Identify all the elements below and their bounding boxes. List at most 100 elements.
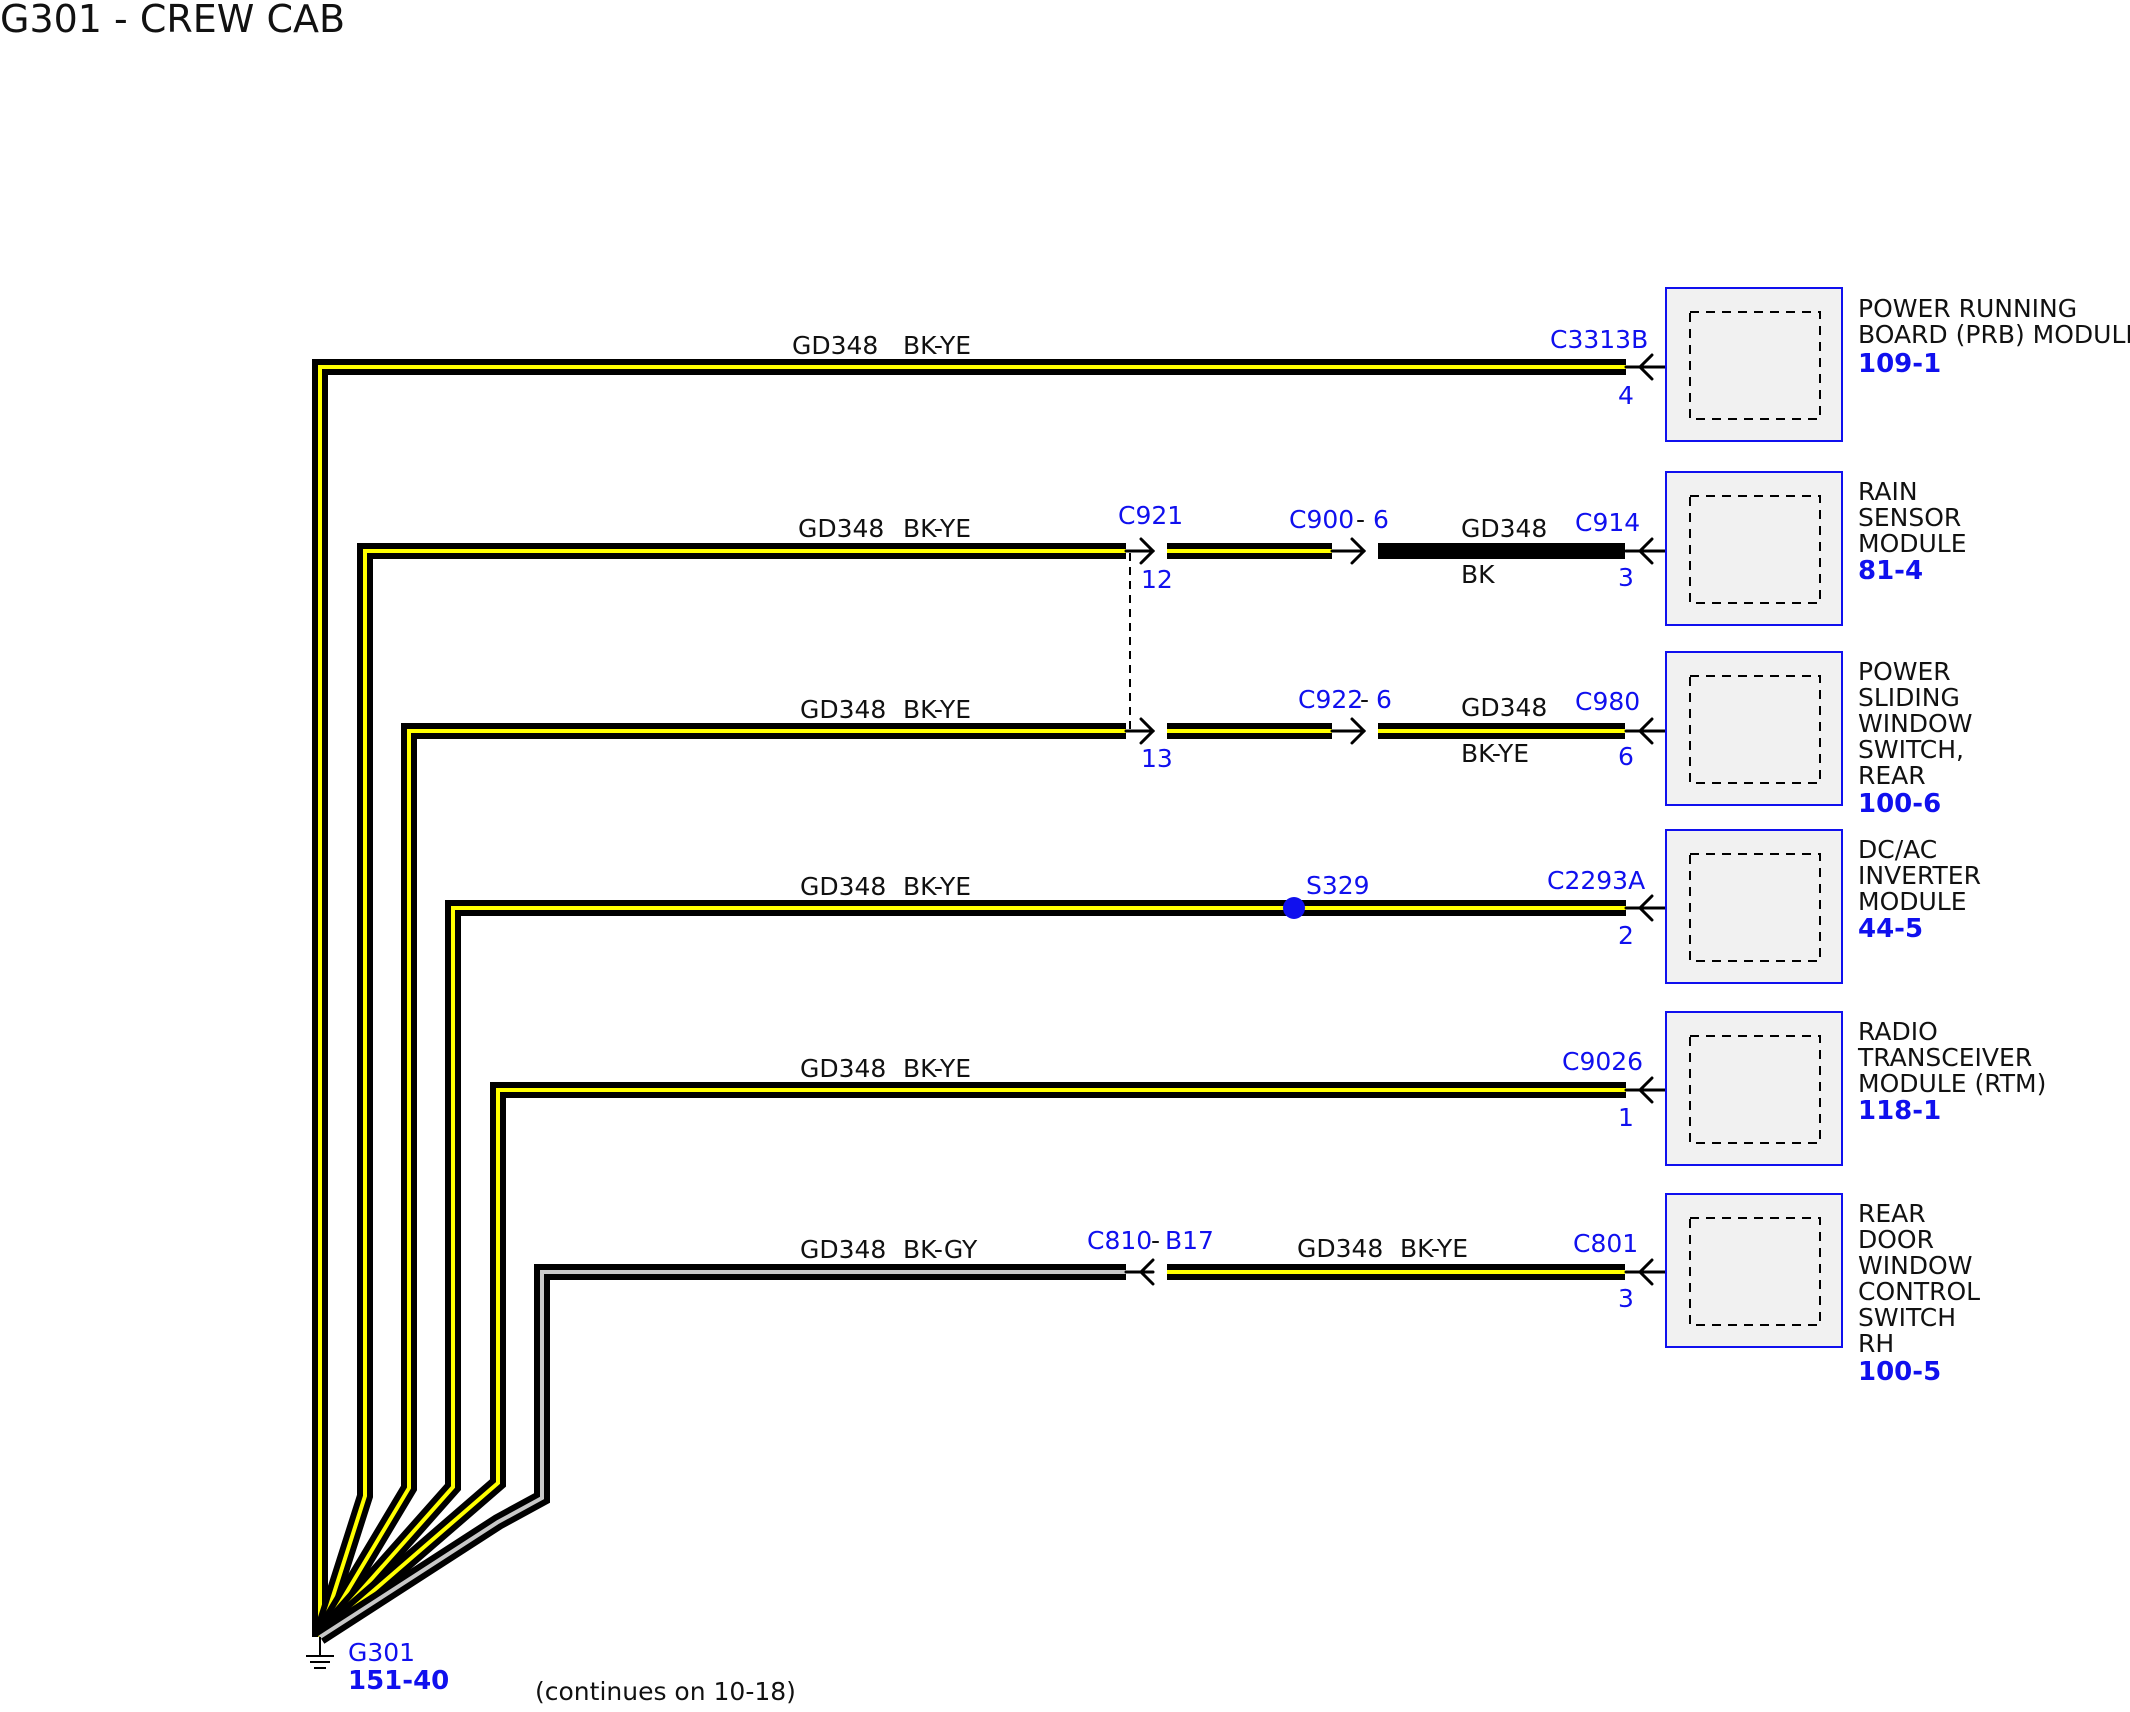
pin-label: B17 [1165, 1226, 1214, 1255]
wire-5-stripe [318, 1088, 1626, 1639]
pin-label: 3 [1618, 1284, 1634, 1313]
connector-dash: - [1151, 1226, 1160, 1255]
page-title: G301 - CREW CAB [0, 0, 345, 41]
pin-label: 6 [1376, 685, 1392, 714]
module-name-line: TRANSCEIVER [1857, 1043, 2032, 1072]
wire-circuit-label: GD348 [800, 695, 886, 724]
wire-2-stripe [318, 549, 1126, 1638]
wire-4-stripe [318, 906, 1626, 1639]
connector-label: C3313B [1550, 325, 1648, 354]
module-name-line: WINDOW [1858, 709, 1972, 738]
module-name: POWER SLIDING WINDOW SWITCH, REAR [1858, 657, 1980, 790]
module-box-prb [1665, 287, 1843, 442]
connector-label: C810 [1087, 1226, 1152, 1255]
module-name-line: POWER [1858, 657, 1951, 686]
wire-5-outer [314, 1082, 1626, 1644]
wire-color-label: BK-YE [903, 695, 971, 724]
wire-color-label: BK-YE [903, 331, 971, 360]
module-ref: 109-1 [1858, 349, 1941, 379]
wire-color-label: BK-GY [903, 1235, 978, 1264]
wire-circuit-label: GD348 [792, 331, 878, 360]
module-name-line: REAR [1858, 1199, 1926, 1228]
module-name-line: BOARD (PRB) MODULE [1858, 320, 2130, 349]
module-name-line: SENSOR [1858, 503, 1961, 532]
module-box-rain [1665, 471, 1843, 626]
connector-label: C801 [1573, 1229, 1638, 1258]
wire-circuit-label: GD348 [1297, 1234, 1383, 1263]
module-name: DC/AC INVERTER MODULE [1858, 835, 1989, 916]
pin-label: 12 [1141, 565, 1173, 594]
module-ref: 44-5 [1858, 914, 1923, 944]
wire-circuit-label: GD348 [1461, 514, 1547, 543]
module-box-rear-door [1665, 1193, 1843, 1348]
wire-color-label: BK-YE [903, 1054, 971, 1083]
module-name-line: INVERTER [1858, 861, 1981, 890]
connector-dash: - [1360, 685, 1369, 714]
footer-note: (continues on 10-18) [535, 1677, 796, 1706]
module-name: RADIO TRANSCEIVER MODULE (RTM) [1857, 1017, 2046, 1098]
connector-label: C9026 [1562, 1047, 1643, 1076]
module-name-line: POWER RUNNING [1858, 294, 2077, 323]
pin-label: 3 [1618, 563, 1634, 592]
splice-dot [1283, 897, 1305, 919]
module-name-line: DC/AC [1858, 835, 1937, 864]
ground-label: G301 [348, 1638, 415, 1667]
module-name-line: MODULE [1858, 887, 1967, 916]
module-box-window [1665, 651, 1843, 806]
connector-label: C922 [1298, 685, 1363, 714]
connector-label: C900 [1289, 505, 1354, 534]
pin-label: 6 [1618, 742, 1634, 771]
module-name-line: MODULE (RTM) [1858, 1069, 2046, 1098]
wire-circuit-label: GD348 [1461, 693, 1547, 722]
module-boxes [1665, 287, 1843, 1348]
module-ref: 81-4 [1858, 556, 1923, 586]
module-box-rtm [1665, 1011, 1843, 1166]
wire-color-label: BK-YE [903, 872, 971, 901]
module-name-line: RH [1858, 1329, 1894, 1358]
pin-label: 2 [1618, 921, 1634, 950]
module-name-line: SWITCH, [1858, 735, 1964, 764]
module-name-line: SLIDING [1858, 683, 1960, 712]
module-name-line: MODULE [1858, 529, 1967, 558]
module-name-line: CONTROL [1858, 1277, 1980, 1306]
module-name-line: RADIO [1858, 1017, 1938, 1046]
wire-6-outer [315, 1264, 1126, 1644]
pin-label: 1 [1618, 1103, 1634, 1132]
module-ref: 100-6 [1858, 789, 1941, 819]
connector-label: C980 [1575, 687, 1640, 716]
connector-label: C2293A [1547, 866, 1645, 895]
connector-label: C921 [1118, 501, 1183, 530]
pin-label: 6 [1373, 505, 1389, 534]
module-name-line: WINDOW [1858, 1251, 1972, 1280]
wire-color-label: BK-YE [1400, 1234, 1468, 1263]
wire-bundle [312, 359, 1626, 1644]
wire-6-stripe [318, 1270, 1126, 1639]
wire-color-label: BK-YE [903, 514, 971, 543]
module-name-line: RAIN [1858, 477, 1918, 506]
pin-label: 4 [1618, 381, 1634, 410]
wire-color-label: BK-YE [1461, 739, 1529, 768]
right-segments [1167, 543, 1625, 1280]
module-name-line: SWITCH [1858, 1303, 1956, 1332]
module-name-line: DOOR [1858, 1225, 1934, 1254]
module-ref: 100-5 [1858, 1357, 1941, 1387]
connector-label: C914 [1575, 508, 1640, 537]
wire-color-label: BK [1461, 560, 1495, 589]
wire-circuit-label: GD348 [800, 872, 886, 901]
wire-1-stripe [318, 365, 1626, 1637]
module-name-line: REAR [1858, 761, 1926, 790]
ground-ref: 151-40 [348, 1666, 449, 1696]
wire-circuit-label: GD348 [800, 1235, 886, 1264]
module-ref: 118-1 [1858, 1096, 1941, 1126]
ground-icon [306, 1637, 334, 1669]
module-name: REAR DOOR WINDOW CONTROL SWITCH RH [1858, 1199, 1988, 1358]
wire-circuit-label: GD348 [798, 514, 884, 543]
wire-circuit-label: GD348 [800, 1054, 886, 1083]
wire-3-stripe [318, 729, 1126, 1639]
connector-dash: - [1356, 505, 1365, 534]
module-name: POWER RUNNING BOARD (PRB) MODULE [1858, 294, 2130, 349]
splice-label: S329 [1306, 871, 1370, 900]
module-box-inverter [1665, 829, 1843, 984]
inline-connectors [1124, 537, 1367, 1286]
